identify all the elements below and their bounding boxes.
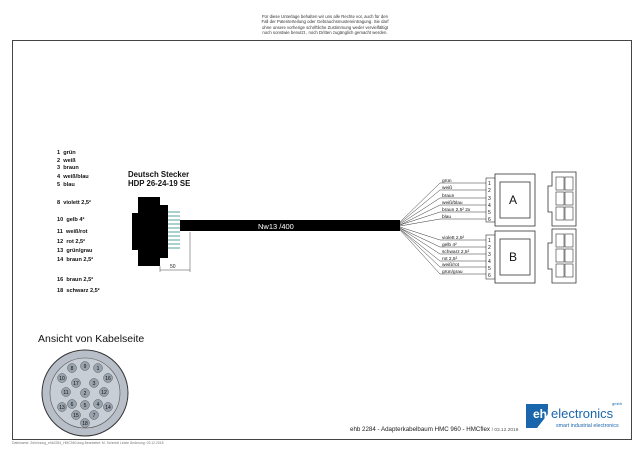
logo-gmbh: gmbh [612, 401, 623, 406]
wire-label: braun 2,5² 2x [442, 207, 471, 213]
wire-label: weiß/blau [442, 200, 463, 206]
wire-label: grün [442, 178, 452, 184]
pin-row: 1 grün [57, 150, 76, 156]
pin-row: 4 weiß/blau [57, 174, 89, 180]
pin-row: 14 braun 2,5² [57, 257, 94, 263]
copyright-notice: Für diese Unterlage behalten wir uns all… [250, 14, 400, 35]
wire-label: braun [442, 193, 455, 199]
view-pin: 13 [59, 405, 65, 411]
notice-line: noch sonstwie benutzt , noch Dritten zug… [262, 29, 388, 35]
view-title: Ansicht von Kabelseite [38, 333, 145, 345]
svg-text:3: 3 [488, 196, 491, 202]
pin-row: 3 braun [57, 165, 79, 171]
logo-mark-text: ehb [533, 407, 555, 421]
svg-text:2: 2 [488, 245, 491, 251]
pin-row: 8 violett 2,5² [57, 200, 91, 206]
cable [180, 220, 400, 231]
wire-label: schwarz 2,5² [442, 249, 470, 255]
view-pin: 14 [105, 405, 111, 411]
pin-row: 12 rot 2,5² [57, 239, 85, 245]
svg-text:4: 4 [488, 259, 491, 265]
pin-row: 13 grün/grau [57, 248, 93, 254]
svg-text:5: 5 [488, 210, 491, 216]
view-pin: 12 [101, 390, 107, 396]
pin-row: 2 weiß [57, 158, 76, 164]
view-pin: 4 [97, 402, 100, 408]
file-info: Dateiname: Zeichnung_ehb2284_HMC960.dwg … [12, 441, 164, 445]
view-pin: 18 [82, 421, 88, 427]
wires-a [399, 182, 486, 227]
view-pin: 8 [71, 366, 74, 372]
svg-text:1: 1 [488, 238, 491, 244]
wire-label: gelb 4² [442, 242, 457, 248]
wire-label: violett 2,5² [442, 235, 465, 241]
wire-labels-b: violett 2,5² gelb 4² schwarz 2,5² rot 2,… [442, 235, 470, 275]
svg-text:6: 6 [488, 217, 491, 223]
plug-a-letter: A [509, 193, 517, 207]
wire-label: weiß [442, 185, 452, 191]
view-pin: 2 [84, 391, 87, 397]
view-pin: 9 [84, 364, 87, 370]
view-pin: 15 [73, 413, 79, 419]
pin-row: 5 blau [57, 182, 75, 188]
svg-text:1: 1 [488, 181, 491, 187]
drawing-frame [12, 40, 632, 440]
wire-labels-a: grün weiß braun weiß/blau braun 2,5² 2x … [442, 178, 471, 220]
plug-b: 1 2 3 4 5 6 B [485, 230, 536, 284]
connector-title: Deutsch Stecker HDP 26-24-19 SE [128, 170, 191, 188]
logo-name: electronics [551, 406, 614, 421]
mating-face-a [547, 171, 577, 227]
drawing-title: ehb 2284 - Adapterkabelbaum HMC 960 - HM… [350, 426, 519, 433]
dimension-label: 50 [170, 264, 176, 270]
wire-label: grün/grau [442, 269, 463, 275]
ehb-logo-mark [526, 404, 548, 428]
view-pin: 1 [97, 366, 100, 372]
wire-label: rot 2,5² [442, 256, 458, 262]
svg-text:2: 2 [488, 188, 491, 194]
wire-label: weiß/rot [442, 262, 460, 268]
pin-row: 11 weiß/rot [57, 229, 88, 235]
view-pin: 3 [93, 381, 96, 387]
wire-label: blau [442, 214, 451, 220]
pin-row: 10 gelb 4² [57, 217, 85, 223]
view-pin: 11 [63, 390, 68, 396]
svg-text:5: 5 [488, 266, 491, 272]
pin-row: 18 schwarz 2,5² [57, 288, 100, 294]
deutsch-connector: 50 [132, 197, 191, 272]
plug-b-letter: B [509, 250, 517, 264]
view-pin: 5 [84, 403, 87, 409]
cable-label: Nw13 /400 [258, 222, 294, 231]
cable-side-view: 9 8 1 10 16 17 3 11 2 12 6 5 4 13 14 15 … [41, 349, 129, 437]
notice-line: Fall der Patenterteilung oder Gebrauchsm… [261, 19, 389, 25]
svg-text:6: 6 [488, 273, 491, 279]
wires-b [399, 226, 486, 275]
notice-line: Für diese Unterlage behalten wir uns all… [261, 14, 389, 19]
mating-face-b [547, 228, 577, 284]
svg-text:3: 3 [488, 252, 491, 258]
logo-tagline: smart industrial electronics [556, 423, 619, 429]
pin-row: 16 braun 2,5² [57, 277, 94, 283]
view-pin: 10 [59, 376, 65, 382]
view-pin: 6 [71, 402, 74, 408]
notice-line: ohne unsere vorherige schriftliche Zusti… [261, 24, 389, 30]
view-pin: 16 [105, 376, 111, 382]
view-pin: 17 [73, 381, 79, 387]
svg-text:4: 4 [488, 203, 491, 209]
plug-a: 1 2 3 4 5 6 A [485, 173, 536, 227]
view-pin: 7 [93, 413, 96, 419]
